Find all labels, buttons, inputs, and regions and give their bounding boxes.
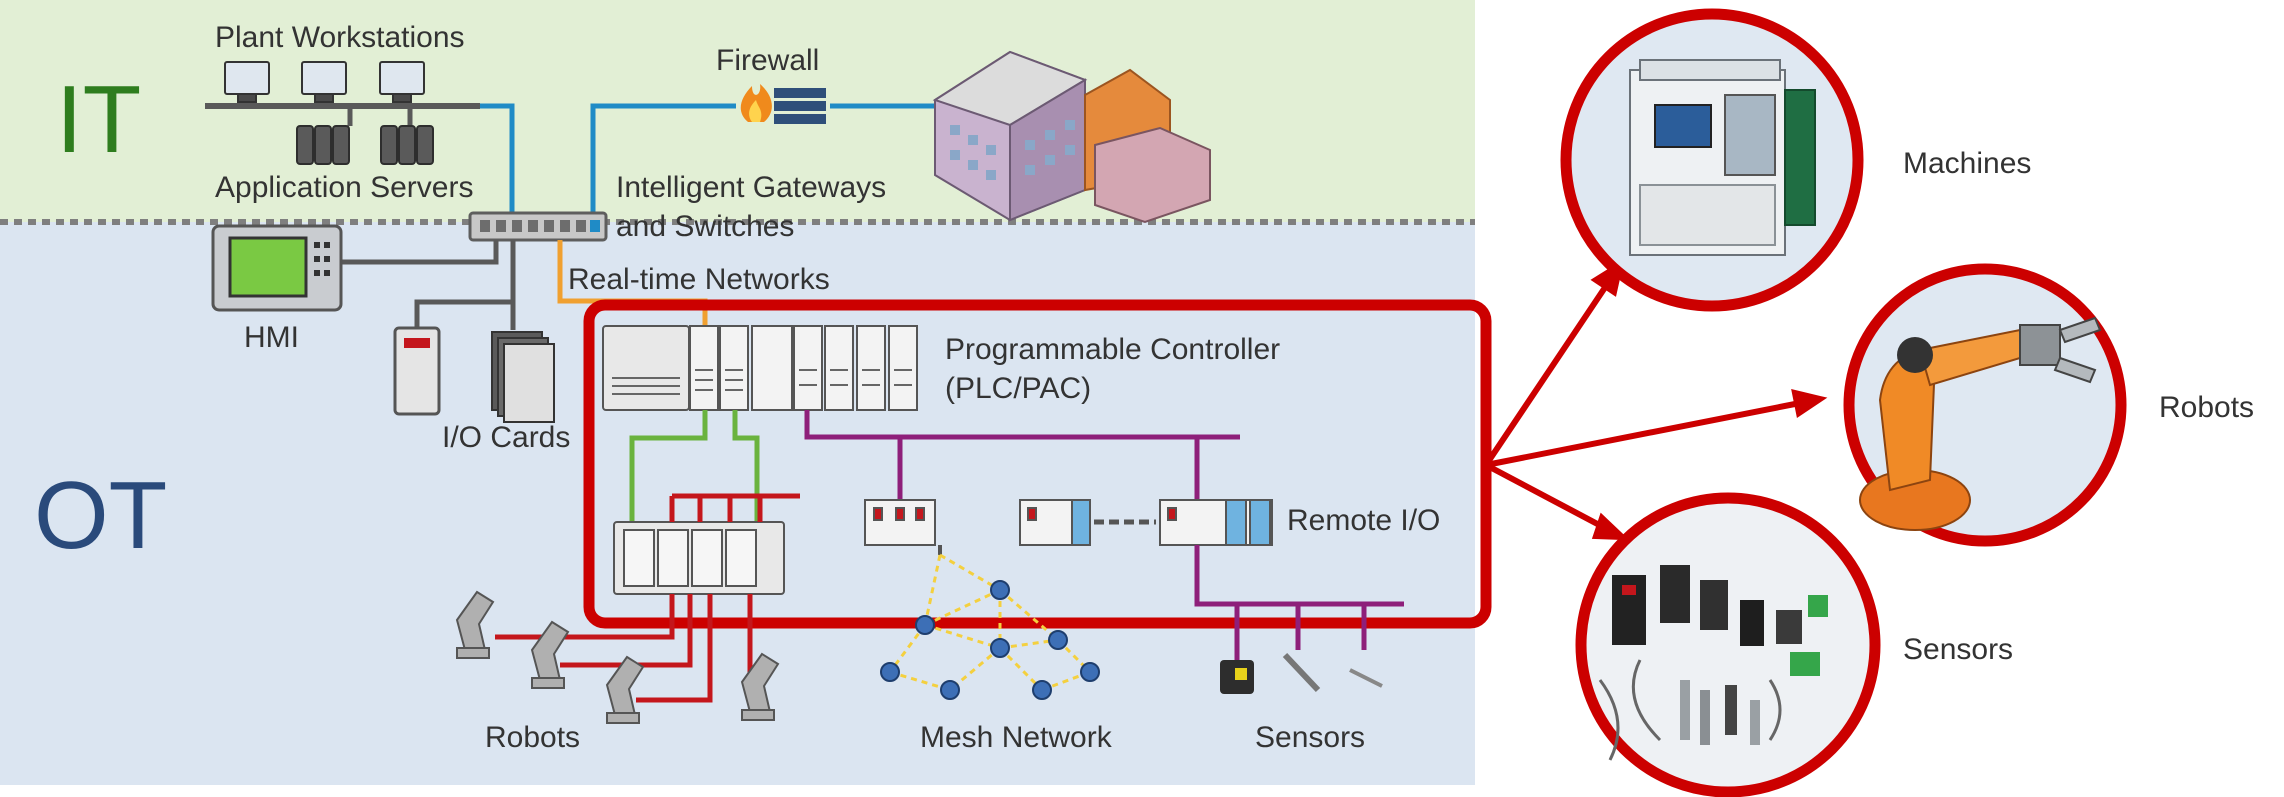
field-sensor-icon [1220,652,1383,694]
plc-to-drive-link [629,410,708,522]
machine-icon [1629,59,1816,256]
firewall-to-switch-link [590,103,736,228]
hmi-icon [211,224,343,312]
io-card-link [414,240,516,330]
callout-robots-label: Robots [2159,391,2254,424]
io-cards-label: I/O Cards [442,421,570,454]
callout-sensors-label: Sensors [1903,633,2013,666]
application-servers-label: Application Servers [215,171,473,204]
realtime-networks-label: Real-time Networks [568,263,830,296]
callout-machines [1560,8,1864,312]
callout-robots [1843,263,2127,547]
gateways-label-line2: and Switches [616,210,794,243]
plc-to-drive-link [732,410,760,522]
plc-label: Programmable Controller [945,333,1280,366]
hmi-link [340,240,499,265]
gateway-switch-icon [468,211,608,242]
hmi-label: HMI [244,321,299,354]
plc-label-line2: (PLC/PAC) [945,372,1091,405]
workstation-icon [224,61,425,103]
firewall-label: Firewall [716,44,819,77]
servers-to-switch-link [480,103,515,228]
server-icon [296,125,434,165]
wireless-node-icon [880,580,1100,700]
mesh-network-label: Mesh Network [920,721,1113,754]
firewall-icon [740,84,826,124]
remote-io-label: Remote I/O [1287,504,1440,537]
callout-arrows [1483,258,1828,541]
sensors-icon [1598,565,1828,761]
it-zone-background [0,0,1475,222]
office-building-icon [932,50,1211,224]
remote-io-icon [864,499,1273,546]
sensors-label: Sensors [1255,721,1365,754]
io-card-icon [393,326,555,423]
sensor-bus [1194,545,1404,607]
plant-workstations-label: Plant Workstations [215,21,465,54]
gateways-label: Intelligent Gateways [616,171,886,204]
callout-sensors [1575,492,1881,797]
robots-label: Robots [485,721,580,754]
robot-arm-icon [1859,316,2102,531]
remote-io-bus [804,410,1240,440]
servo-drive-icon [613,521,785,595]
robot-icon [455,590,780,724]
plc-rack-icon [602,325,918,411]
ot-zone-label: OT [34,462,167,569]
callout-machines-label: Machines [1903,147,2031,180]
it-zone-label: IT [56,66,141,173]
